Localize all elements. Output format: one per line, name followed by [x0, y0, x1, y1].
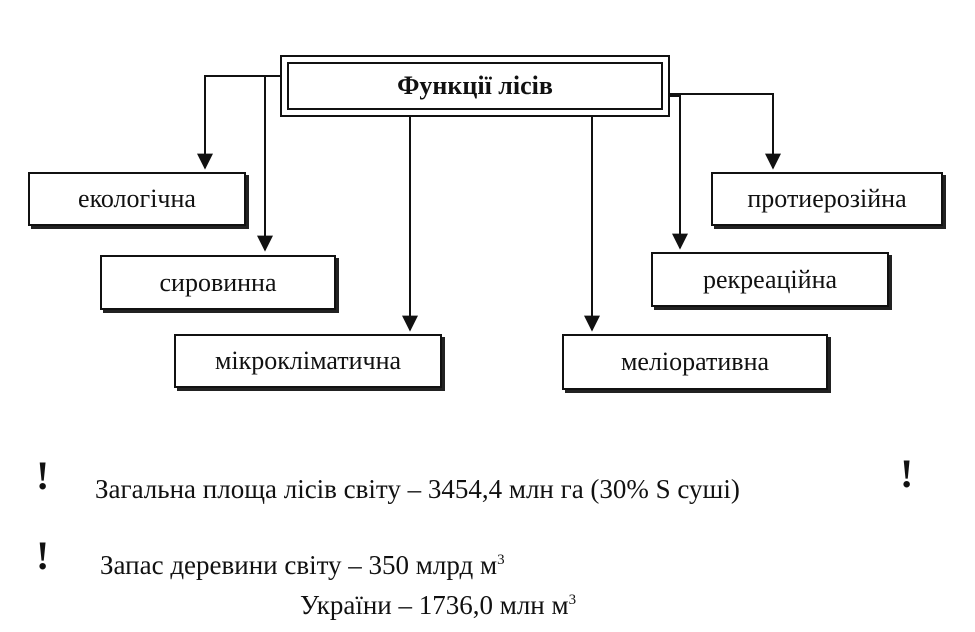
node-ecological-label: екологічна	[78, 184, 196, 213]
node-microclimatic: мікрокліматична	[174, 334, 442, 388]
note-wood-stock-world-text: Запас деревини світу – 350 млрд м	[100, 550, 498, 580]
node-antierosion-label: протиерозійна	[747, 184, 907, 213]
node-ecological: екологічна	[28, 172, 246, 226]
exclamation-mark-1: !	[36, 453, 50, 498]
exclamation-mark-3: !	[36, 533, 50, 578]
arrow-recreational	[668, 95, 688, 250]
note-forest-area: Загальна площа лісів світу – 3454,4 млн …	[95, 474, 740, 504]
node-meliorative: меліоративна	[562, 334, 828, 390]
node-raw: сировинна	[100, 255, 336, 310]
arrow-antierosion	[668, 93, 781, 170]
node-microclimatic-label: мікрокліматична	[214, 346, 402, 375]
superscript-3: 3	[568, 592, 577, 608]
note-wood-stock-ukraine-text: України – 1736,0 млн м	[300, 590, 569, 620]
note-wood-stock-ukraine: України – 1736,0 млн м3	[300, 590, 576, 621]
node-recreational-label: рекреаційна	[702, 264, 838, 294]
node-antierosion: протиерозійна	[711, 172, 943, 226]
node-raw-label: сировинна	[159, 267, 277, 297]
arrow-ecological	[197, 75, 282, 170]
node-recreational: рекреаційна	[651, 252, 889, 307]
exclamation-mark-2: !	[900, 451, 914, 496]
root-node: Функції лісів	[280, 55, 670, 117]
node-meliorative-label: меліоративна	[620, 347, 770, 376]
superscript-3: 3	[497, 552, 505, 568]
note-wood-stock-world: Запас деревини світу – 350 млрд м3	[100, 550, 505, 581]
root-label: Функції лісів	[287, 62, 663, 110]
